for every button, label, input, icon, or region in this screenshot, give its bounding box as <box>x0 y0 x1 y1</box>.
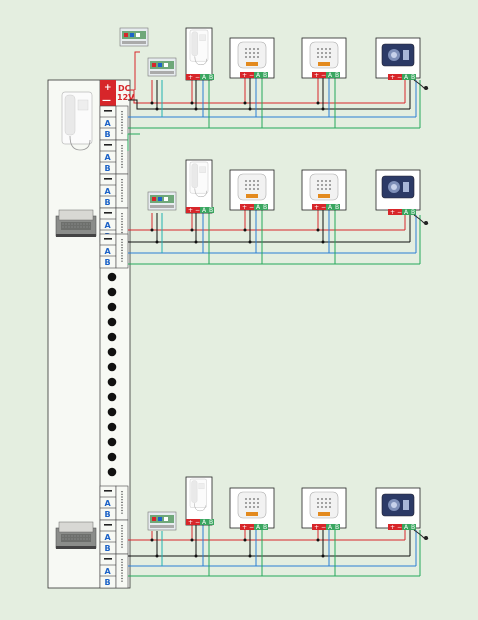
dip-switch-icon <box>147 191 177 211</box>
line-terminal-pair <box>99 173 129 209</box>
line-terminal-pair <box>99 139 129 175</box>
empty-slots <box>107 272 117 477</box>
speaker-grille-icon <box>229 487 275 531</box>
dip-switch-icon <box>147 57 177 77</box>
line-terminal-pair <box>99 485 129 521</box>
dip-switch-icon <box>119 27 149 47</box>
line-terminal-pair <box>99 233 129 269</box>
speaker-grille-icon <box>301 169 347 211</box>
door-station-icon <box>375 169 421 216</box>
speaker-grille-icon <box>229 169 275 211</box>
line-terminal-pair <box>99 105 129 141</box>
line-terminal-pair <box>99 553 129 589</box>
indoor-handset-icon <box>185 159 214 214</box>
speaker-grille-icon <box>301 487 347 531</box>
power-voltage-label: 12V <box>117 93 135 102</box>
power-dc-label: DC <box>118 84 131 93</box>
indoor-handset-icon <box>185 27 214 81</box>
power-minus-label: — <box>102 96 111 106</box>
indoor-handset-icon <box>61 91 93 151</box>
speaker-grille-icon <box>229 37 275 79</box>
door-station-icon <box>375 487 421 531</box>
power-terminal: + — DC 12V <box>100 80 135 106</box>
indoor-handset-icon <box>185 476 214 526</box>
main-console-icon <box>55 209 97 238</box>
main-console-icon <box>55 521 97 550</box>
line-terminal-pair <box>99 519 129 555</box>
door-station-icon <box>375 37 421 81</box>
power-plus-label: + <box>104 83 112 93</box>
speaker-grille-icon <box>301 37 347 79</box>
dip-switch-icon <box>147 511 177 531</box>
